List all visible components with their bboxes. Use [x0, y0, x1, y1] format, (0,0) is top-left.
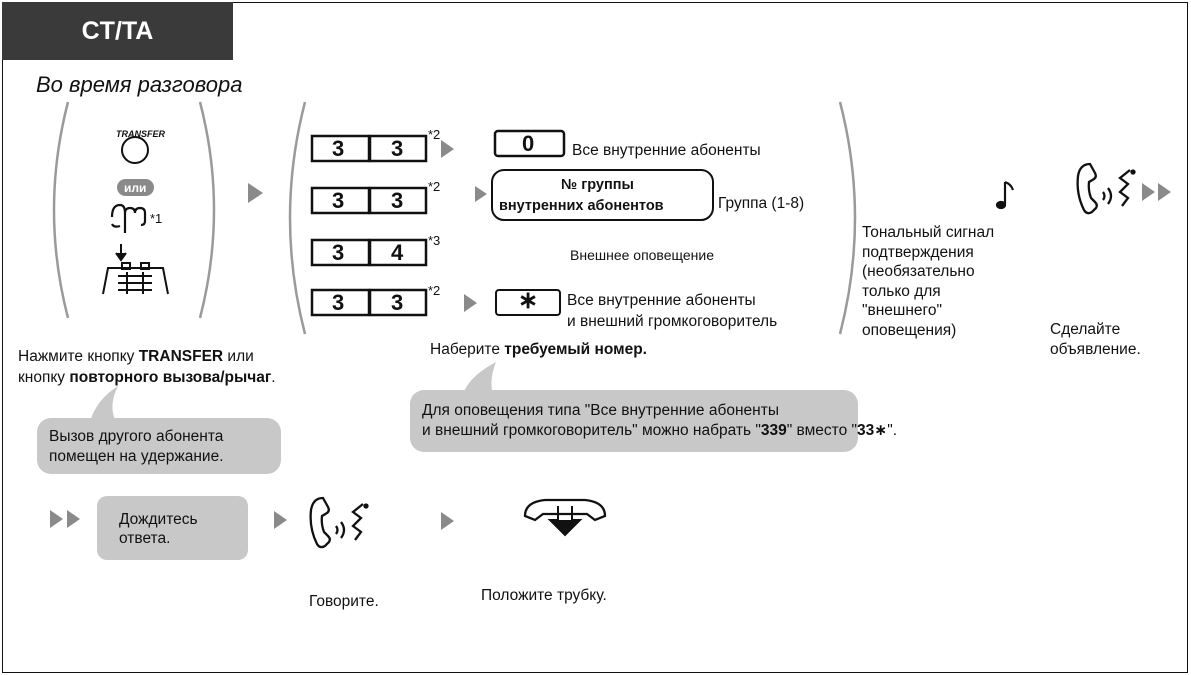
talk-caption: Говорите.	[309, 593, 379, 610]
row2-key2: 3	[391, 188, 404, 213]
double-arrow-top-2	[1158, 183, 1171, 201]
header-tab: CT/TA	[2, 2, 233, 60]
tone-line: (необязательно	[862, 263, 975, 280]
row4-key2: 3	[391, 290, 404, 315]
row4-keys	[310, 288, 561, 317]
double-arrow-top-1	[1142, 183, 1155, 201]
row2-key1: 3	[332, 188, 345, 213]
transfer-button-label: TRANSFER	[116, 129, 165, 139]
row2-keys	[310, 169, 714, 221]
step1-caption-line2: кнопку повторного вызова/рычаг.	[18, 369, 276, 386]
music-note-icon	[995, 180, 1015, 210]
tone-line: только для	[862, 282, 941, 300]
row1-ref: *2	[428, 127, 441, 142]
tone-line: Тональный сигнал	[862, 224, 995, 241]
announce-line2: объявление.	[1050, 341, 1141, 358]
footnote-ref-1: *1	[150, 211, 163, 226]
hold-bubble: Вызов другого абонента помещен на удержа…	[37, 418, 281, 474]
note-bubble-line2: и внешний громкоговоритель" можно набрат…	[422, 422, 898, 439]
hold-bubble-line1: Вызов другого абонента	[49, 428, 224, 445]
arrow-talk-to-hangup	[441, 512, 454, 530]
hand-press-icon	[110, 203, 147, 233]
wait-line1: Дождитесь	[119, 511, 198, 528]
hold-bubble-tail	[90, 386, 118, 422]
row1-key1: 3	[332, 136, 345, 161]
bracket-left-dial	[288, 101, 307, 335]
arrow-wait-to-talk	[274, 511, 287, 529]
or-pill	[117, 179, 154, 196]
row3-ref: *3	[428, 233, 441, 248]
hangup-handset-icon	[523, 498, 607, 537]
arrow-step1-to-dial	[248, 183, 263, 203]
row4-label-line2: и внешний громкоговоритель	[567, 313, 778, 330]
bracket-left-step1	[52, 101, 70, 319]
row3-key1: 3	[332, 240, 345, 265]
row1-target-key: 0	[522, 131, 535, 156]
page-heading: Во время разговора	[36, 72, 243, 97]
row4-target-key: ∗	[518, 287, 539, 314]
row4-key1: 3	[332, 290, 345, 315]
row2-group-line2: внутренних абонентов	[499, 198, 664, 214]
dial-caption: Наберите требуемый номер.	[430, 341, 647, 358]
wait-answer-box: Дождитесь ответа.	[97, 496, 248, 560]
note-bubble-line1: Для оповещения типа "Все внутренние абон…	[422, 402, 779, 419]
row1-label: Все внутренние абоненты	[572, 142, 761, 159]
cradle-hook-icon	[102, 262, 169, 295]
down-arrow-icon	[115, 244, 127, 262]
note-bubble-tail	[462, 362, 496, 398]
row3-label: Внешнее оповещение	[570, 247, 714, 263]
or-label: или	[124, 181, 147, 195]
row2-ref: *2	[428, 179, 441, 194]
note-bubble: Для оповещения типа "Все внутренние абон…	[410, 390, 897, 452]
hold-bubble-line2: помещен на удержание.	[49, 448, 224, 465]
row2-label: Группа (1-8)	[718, 195, 805, 212]
tone-line: подтверждения	[862, 243, 974, 261]
double-arrow-bottom-1	[50, 510, 63, 528]
row4-ref: *2	[428, 283, 441, 298]
row1-keys	[310, 129, 566, 163]
bracket-right-step1	[198, 101, 216, 319]
announce-line1: Сделайте	[1050, 321, 1121, 338]
row1-key2: 3	[391, 136, 404, 161]
tone-text: Тональный сигнал подтверждения (необязат…	[862, 223, 994, 340]
speaking-handset-icon	[309, 496, 369, 549]
bracket-right-dial	[838, 101, 857, 335]
double-arrow-bottom-2	[67, 510, 80, 528]
row2-group-line1: № группы	[561, 177, 634, 193]
step1-caption-line1: Нажмите кнопку TRANSFER или	[18, 348, 254, 365]
transfer-button-icon	[121, 136, 149, 164]
row3-key2: 4	[391, 240, 404, 265]
row4-label-line1: Все внутренние абоненты	[567, 292, 756, 309]
row3-keys	[310, 238, 428, 267]
tone-line: "внешнего"	[862, 302, 942, 319]
speaking-handset-icon	[1076, 162, 1136, 215]
hangup-caption: Положите трубку.	[481, 587, 607, 604]
wait-line2: ответа.	[119, 530, 171, 547]
tone-line: оповещения)	[862, 321, 957, 339]
